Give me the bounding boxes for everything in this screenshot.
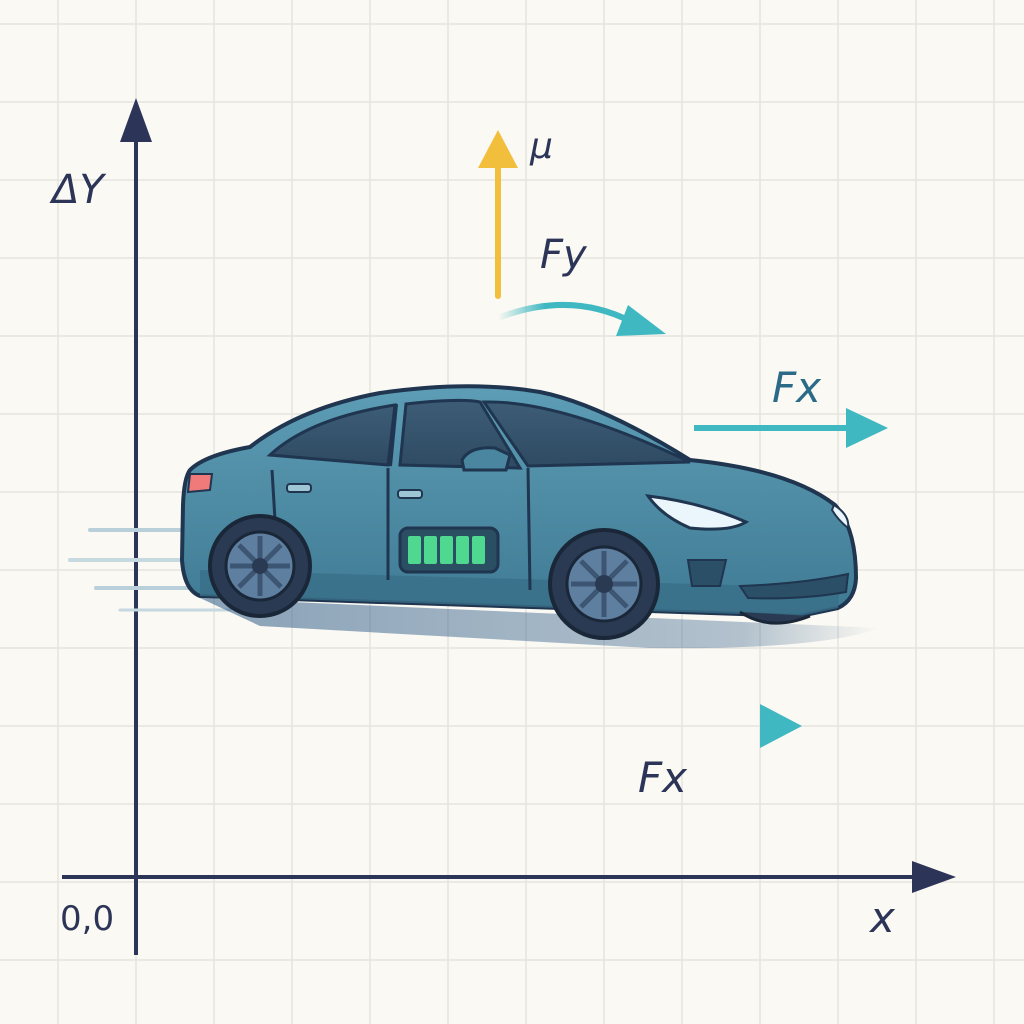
origin-label: 0,0 bbox=[60, 899, 114, 939]
fx-upper-arrow bbox=[694, 408, 888, 448]
fx-lower-label: Fx bbox=[638, 753, 688, 802]
mu-label: μ bbox=[529, 126, 553, 167]
windshield bbox=[481, 400, 691, 468]
fy-label: Fy bbox=[540, 232, 588, 278]
fx-lower-arrow bbox=[508, 704, 802, 748]
y-axis bbox=[120, 98, 152, 955]
x-axis-label: x bbox=[868, 893, 896, 942]
fy-curved-arrow bbox=[495, 302, 666, 336]
y-axis-arrowhead bbox=[120, 98, 152, 142]
x-axis-arrowhead bbox=[912, 861, 956, 893]
electric-car-icon bbox=[180, 384, 880, 649]
front-wheel bbox=[548, 528, 660, 640]
motion-lines bbox=[68, 528, 232, 612]
x-axis bbox=[62, 861, 956, 893]
car-shadow bbox=[200, 598, 880, 649]
headlight bbox=[644, 494, 750, 531]
tail-light bbox=[186, 473, 214, 494]
battery-icon bbox=[398, 526, 500, 574]
y-axis-label: ΔY bbox=[49, 167, 107, 213]
side-mirror bbox=[460, 446, 512, 472]
rear-wheel bbox=[208, 514, 312, 618]
fx-upper-label: Fx bbox=[772, 363, 822, 412]
mu-arrow bbox=[478, 130, 518, 299]
